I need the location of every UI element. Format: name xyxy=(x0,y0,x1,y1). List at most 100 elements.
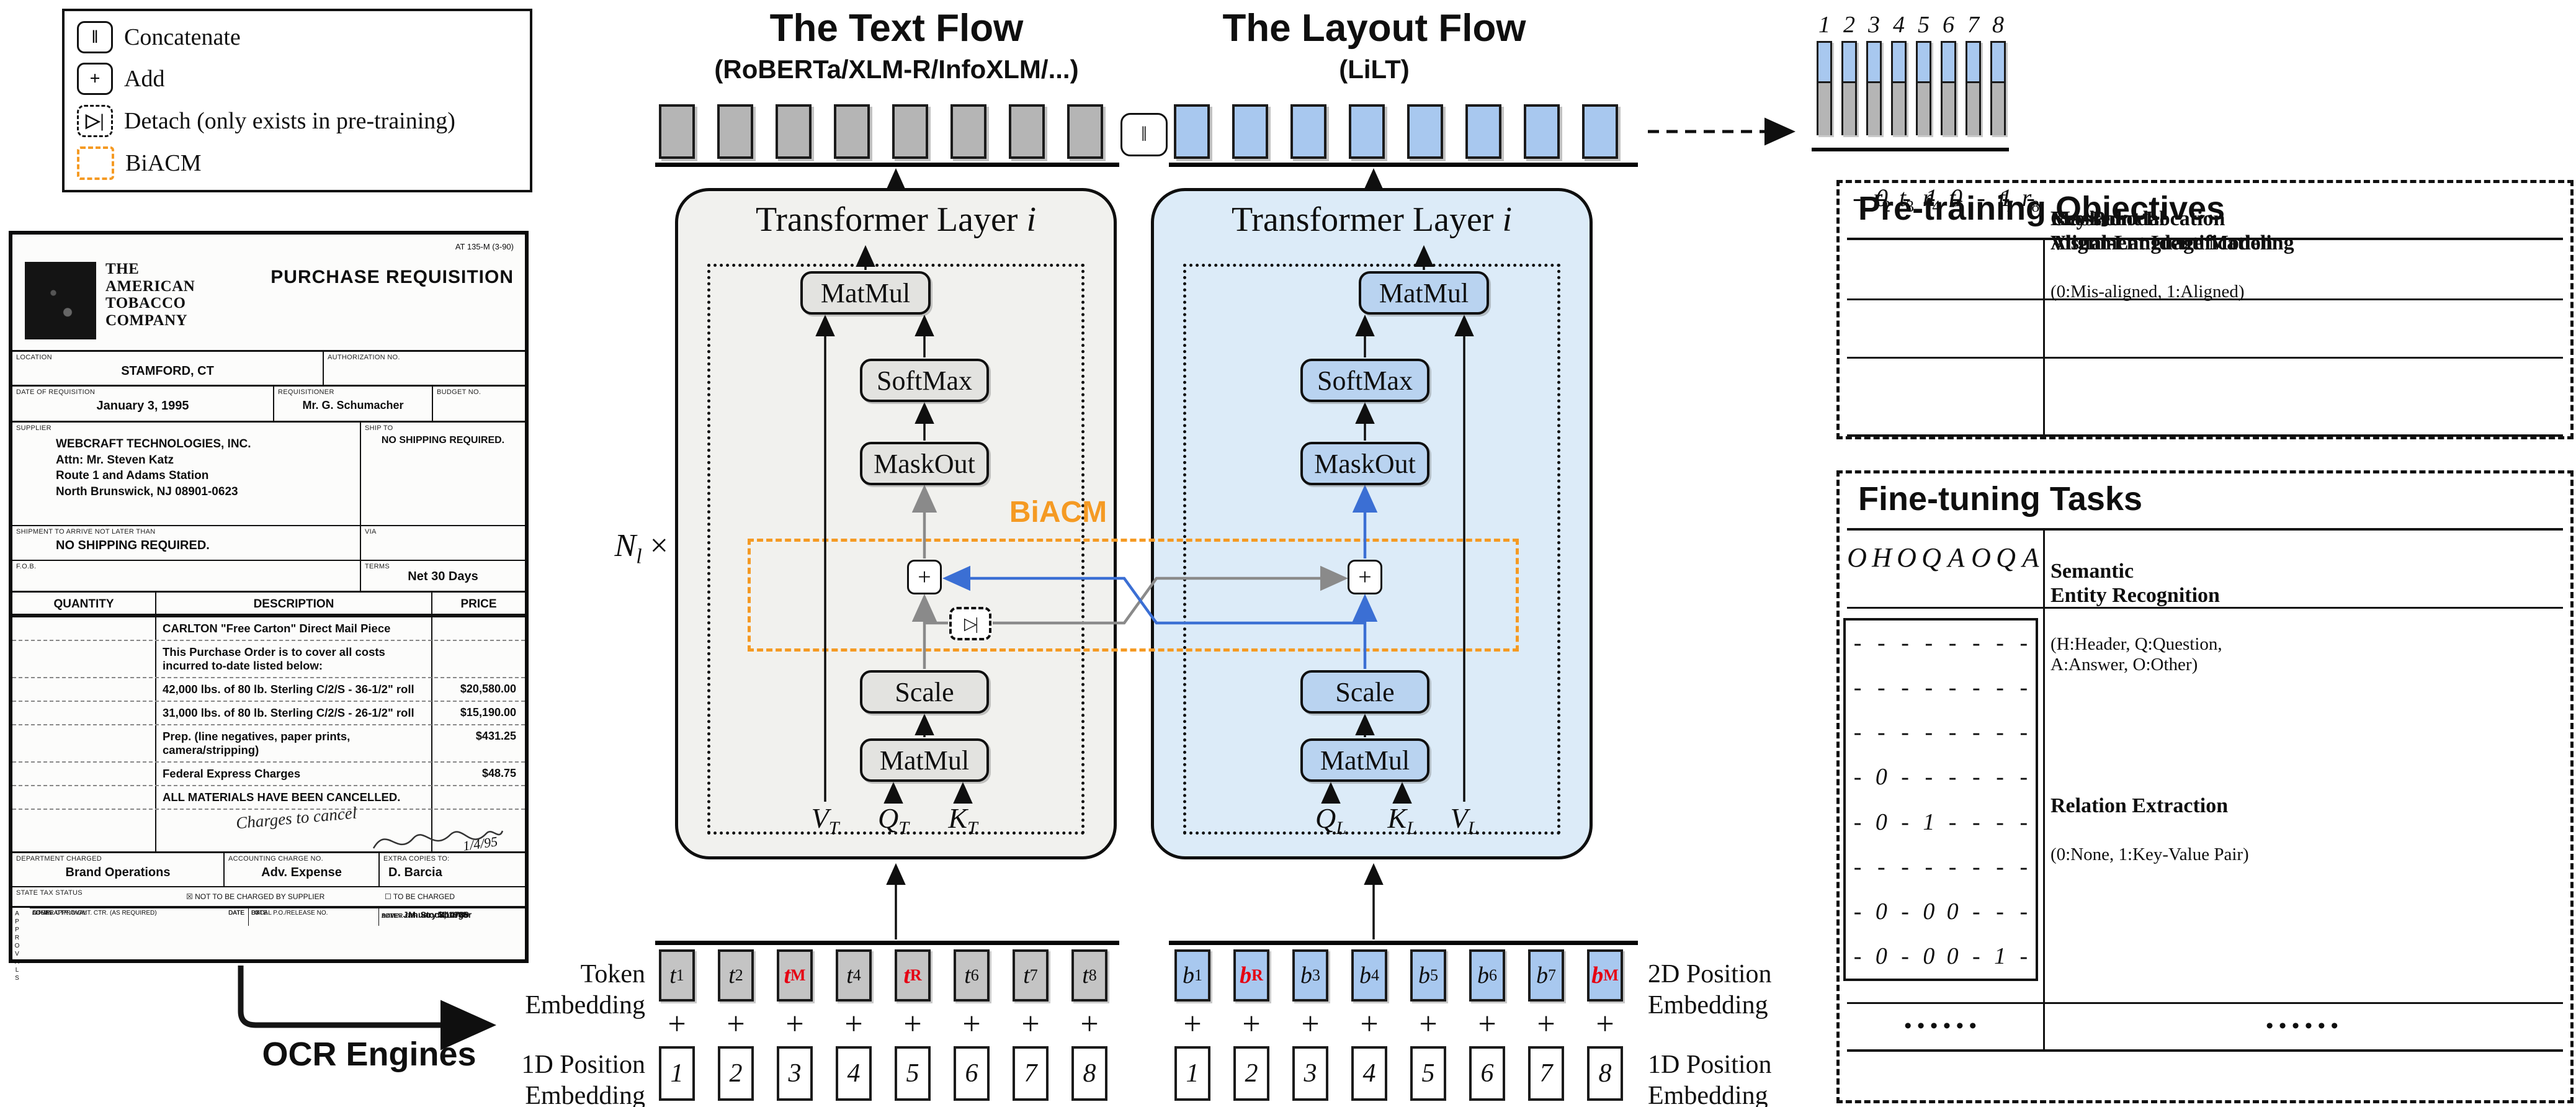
objective-cell: - xyxy=(1902,184,1911,212)
text-row-underline xyxy=(655,163,1119,167)
ocr-engines-label: OCR Engines xyxy=(262,1036,476,1073)
text-embed-topline xyxy=(655,941,1119,945)
output-token-layout-part xyxy=(1918,43,1930,83)
text-hidden-token xyxy=(892,104,928,159)
relation-matrix-row: -------- xyxy=(1846,719,2036,746)
supplier-address-line: WEBCRAFT TECHNOLOGIES, INC. xyxy=(56,437,251,450)
line-items-area: CARLTON "Free Carton" Direct Mail Piece … xyxy=(12,616,525,854)
requisitioner-label: REQUISITIONER xyxy=(278,388,334,396)
relation-cell: - xyxy=(2019,719,2028,746)
relation-cell: 0 xyxy=(1875,809,1887,835)
text-hidden-token xyxy=(950,104,986,159)
ser-letter: Q xyxy=(1921,542,1941,573)
relation-cell: - xyxy=(2019,675,2028,701)
extra-copies-value: D. Barcia xyxy=(388,866,442,879)
objective-cell: t5 xyxy=(1948,184,1964,215)
line-item: This Purchase Order is to cover all cost… xyxy=(12,641,525,678)
line-item: Prep. (line negatives, paper prints, cam… xyxy=(12,725,525,763)
position-embedding-box: 5 xyxy=(1410,1046,1446,1101)
add-icon: + xyxy=(1021,1006,1040,1042)
layer-title-text: Transformer Layer xyxy=(1231,200,1494,239)
layout-flow-title: The Layout Flow xyxy=(1222,7,1526,50)
objective-cell: - xyxy=(1853,184,1861,212)
department-value: Brand Operations xyxy=(65,866,171,879)
text-input-Q: QT xyxy=(878,802,909,839)
add-icon: + xyxy=(785,1006,804,1042)
layout-1d-position-label: 1D Position Embedding xyxy=(1648,1051,1772,1107)
relation-cell: - xyxy=(1972,809,1980,835)
output-token-text-part xyxy=(1967,83,1979,135)
ser-letter: H xyxy=(1872,542,1892,573)
objective-cell: 0 xyxy=(1950,184,1962,212)
line-item-description: Prep. (line negatives, paper prints, cam… xyxy=(163,730,351,756)
output-token xyxy=(1966,41,1981,135)
layout-input-Q: QL xyxy=(1315,802,1346,839)
relation-cell: - xyxy=(1972,630,1980,657)
ser-letter: A xyxy=(2022,542,2039,573)
column-divider xyxy=(155,617,156,853)
output-column: 3 xyxy=(1866,11,1882,135)
layout-hidden-token xyxy=(1465,104,1501,159)
relation-cell: - xyxy=(1948,719,1957,746)
location-row: LOCATION STAMFORD, CT AUTHORIZATION NO. xyxy=(12,350,525,385)
table-rule xyxy=(1847,528,2563,531)
text-hidden-token xyxy=(776,104,812,159)
table-rule xyxy=(1847,434,2563,437)
relation-matrix-row: -------- xyxy=(1846,853,2036,881)
ellipsis-right: •••••• xyxy=(2266,1015,2344,1038)
ser-letter: O xyxy=(1847,542,1867,573)
2d-position-embedding-label: 2D Position Embedding xyxy=(1648,960,1772,1020)
output-index: 3 xyxy=(1868,12,1880,38)
layout-matmul-output-box: MatMul xyxy=(1359,271,1489,315)
fob-row: F.O.B. TERMS Net 30 Days xyxy=(12,560,525,591)
relation-cell: - xyxy=(1853,630,1862,657)
objective-cell: 1 xyxy=(1925,184,1938,212)
relation-cell: 0 xyxy=(1946,898,1959,925)
form-code: AT 135-M (3-90) xyxy=(455,242,514,251)
text-input-V: VT xyxy=(811,802,839,839)
table-divider xyxy=(2043,528,2045,1051)
relation-cell: - xyxy=(1972,719,1980,746)
price-header: PRICE xyxy=(431,593,525,614)
output-token-text-part xyxy=(1992,83,2004,135)
objective-cell: r8 xyxy=(2021,184,2040,215)
relation-cell: - xyxy=(1877,675,1885,701)
finetuning-title: Fine-tuning Tasks xyxy=(1858,480,2143,518)
relation-cell: - xyxy=(1996,719,2004,746)
approval-label: ADMIN. CTR./MGMT. CTR. (AS REQUIRED) xyxy=(32,910,157,917)
output-token-layout-part xyxy=(1967,43,1979,83)
relation-cell: 0 xyxy=(1946,943,1959,969)
line-item-price: $431.25 xyxy=(475,730,516,742)
add-icon: + xyxy=(727,1006,745,1042)
layout-hidden-token xyxy=(1524,104,1560,159)
tax-row: STATE TAX STATUS ☒ NOT TO BE CHARGED BY … xyxy=(12,886,525,906)
add-icon: + xyxy=(1478,1006,1496,1042)
relation-cell: - xyxy=(1925,719,1933,746)
position-embedding-box: 4 xyxy=(836,1046,872,1101)
relation-matrix-row: -------- xyxy=(1846,674,2036,701)
objective-note: (0:Mis-aligned, 1:Aligned) xyxy=(2051,282,2245,302)
relation-cell: - xyxy=(1853,764,1862,791)
table-rule xyxy=(1847,1049,2563,1052)
relation-matrix-row: -------- xyxy=(1846,629,2036,657)
company-logo xyxy=(25,262,96,339)
output-token xyxy=(1841,41,1857,135)
relation-cell: - xyxy=(1877,853,1885,880)
add-icon: + xyxy=(844,1006,863,1042)
legend-label: Concatenate xyxy=(124,24,241,50)
relation-cell: 1 xyxy=(1923,809,1935,835)
scanned-document: AT 135-M (3-90) PURCHASE REQUISITION THE… xyxy=(9,231,529,983)
add-icon: + xyxy=(1301,1006,1320,1042)
